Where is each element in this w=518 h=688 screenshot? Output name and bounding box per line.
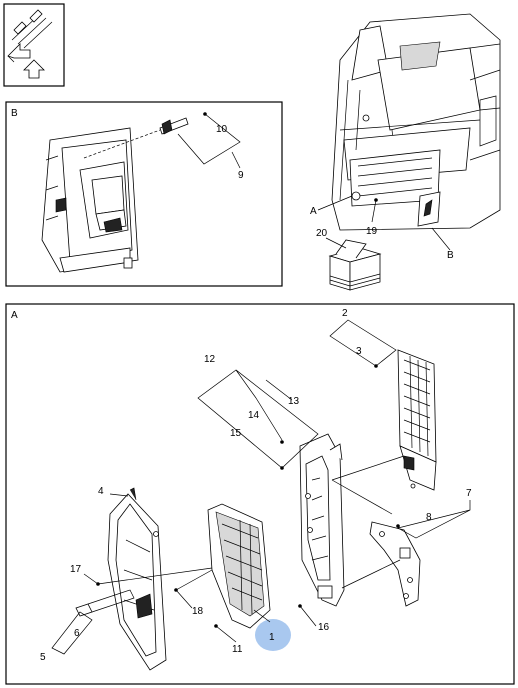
corner-trim-part	[107, 487, 167, 671]
callout-16: 16	[318, 622, 330, 633]
callout-11: 11	[232, 644, 243, 655]
callout-10: 10	[216, 124, 228, 135]
cab-illustration	[331, 13, 501, 231]
headlamp-unit-part	[207, 503, 271, 629]
callout-6: 6	[74, 628, 80, 639]
highlight-marker[interactable]	[255, 619, 291, 651]
callout-2: 2	[342, 308, 348, 319]
callout-20: 20	[316, 228, 328, 239]
bolt-9-10	[83, 117, 189, 159]
callout-cab-b: B	[447, 250, 454, 261]
side-bracket-part	[369, 521, 421, 607]
callout-12: 12	[204, 354, 216, 365]
callout-18: 18	[192, 606, 204, 617]
callout-5: 5	[40, 652, 46, 663]
callout-cab-a: A	[310, 206, 317, 217]
detail-b-panel	[5, 101, 283, 287]
callout-15: 15	[230, 428, 242, 439]
callout-14: 14	[248, 410, 260, 421]
kit-box-icon	[328, 239, 382, 291]
callout-13: 13	[288, 396, 300, 407]
corner-trim-illustration-b	[41, 127, 139, 273]
main-a-label: A	[11, 310, 18, 321]
callout-3: 3	[356, 346, 362, 357]
callout-1: 1	[269, 632, 275, 643]
main-a-panel	[5, 303, 515, 685]
callout-4: 4	[98, 486, 104, 497]
callout-9: 9	[238, 170, 244, 181]
callout-8: 8	[426, 512, 432, 523]
callout-19: 19	[366, 226, 378, 237]
callout-17: 17	[70, 564, 82, 575]
view-orientation-icon	[3, 3, 65, 87]
callout-7: 7	[466, 488, 472, 499]
upright-bracket-part	[299, 433, 345, 607]
up-arrow-icon	[23, 59, 45, 79]
mesh-bracket-part	[397, 349, 437, 491]
detail-b-label: B	[11, 108, 18, 119]
